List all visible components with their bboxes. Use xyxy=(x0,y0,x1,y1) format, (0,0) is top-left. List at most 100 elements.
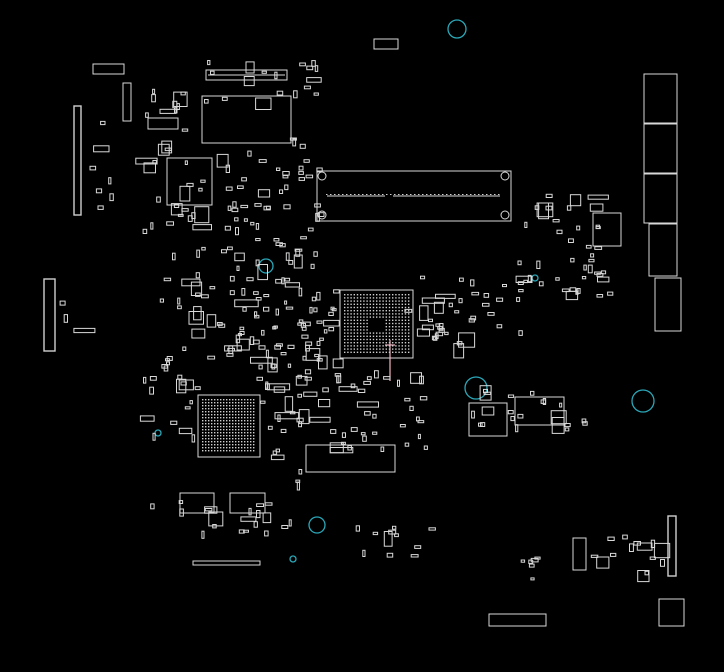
passive-component[interactable] xyxy=(281,277,285,285)
passive-component[interactable] xyxy=(502,284,507,288)
passive-component[interactable] xyxy=(177,374,183,380)
passive-component[interactable] xyxy=(180,381,187,386)
passive-component[interactable] xyxy=(274,71,278,80)
passive-component[interactable] xyxy=(372,531,379,536)
passive-component[interactable] xyxy=(528,559,534,564)
passive-component[interactable] xyxy=(166,221,174,226)
passive-component[interactable] xyxy=(221,96,228,101)
passive-component[interactable] xyxy=(459,277,464,282)
passive-component[interactable] xyxy=(254,203,262,207)
passive-component[interactable] xyxy=(191,434,196,443)
passive-component[interactable] xyxy=(216,153,229,168)
passive-component[interactable] xyxy=(298,177,306,181)
passive-component[interactable] xyxy=(240,204,249,209)
passive-component[interactable] xyxy=(303,159,310,163)
passive-component[interactable] xyxy=(173,91,188,107)
passive-component[interactable] xyxy=(245,61,255,74)
passive-component[interactable] xyxy=(189,400,193,405)
passive-component[interactable] xyxy=(517,281,524,286)
passive-component[interactable] xyxy=(545,193,553,199)
passive-component[interactable] xyxy=(482,302,490,307)
passive-component[interactable] xyxy=(428,318,433,323)
passive-component[interactable] xyxy=(284,300,288,305)
passive-component[interactable] xyxy=(607,536,615,541)
passive-component[interactable] xyxy=(416,328,430,337)
passive-component[interactable] xyxy=(302,355,307,361)
passive-component[interactable] xyxy=(538,281,544,287)
passive-component[interactable] xyxy=(198,187,203,192)
passive-component[interactable] xyxy=(224,225,231,231)
passive-component[interactable] xyxy=(258,345,266,350)
passive-component[interactable] xyxy=(234,299,259,308)
passive-component[interactable] xyxy=(150,222,154,230)
passive-component[interactable] xyxy=(417,420,425,424)
passive-component[interactable] xyxy=(483,293,490,298)
passive-component[interactable] xyxy=(182,346,187,351)
passive-component[interactable] xyxy=(159,298,165,303)
passive-component[interactable] xyxy=(277,414,281,422)
passive-component[interactable] xyxy=(258,364,263,370)
passive-component[interactable] xyxy=(232,201,237,208)
passive-component[interactable] xyxy=(315,212,320,222)
cpu-bga[interactable] xyxy=(339,289,414,359)
passive-component[interactable] xyxy=(576,288,581,294)
passive-component[interactable] xyxy=(276,167,281,171)
passive-component[interactable] xyxy=(410,554,419,558)
passive-component[interactable] xyxy=(507,394,515,398)
passive-component[interactable] xyxy=(341,432,346,438)
passive-component[interactable] xyxy=(364,411,371,416)
passive-component[interactable] xyxy=(496,297,504,302)
passive-component[interactable] xyxy=(207,60,211,66)
passive-component[interactable] xyxy=(435,323,441,327)
passive-component[interactable] xyxy=(254,314,260,319)
passive-component[interactable] xyxy=(433,301,444,314)
passive-component[interactable] xyxy=(254,311,258,317)
passive-component[interactable] xyxy=(143,376,147,384)
passive-component[interactable] xyxy=(285,252,290,261)
passive-component[interactable] xyxy=(528,563,535,568)
passive-component[interactable] xyxy=(250,356,273,364)
passive-component[interactable] xyxy=(383,376,391,380)
passive-component[interactable] xyxy=(431,335,437,341)
passive-component[interactable] xyxy=(190,281,203,297)
via-hole[interactable] xyxy=(154,429,162,437)
passive-component[interactable] xyxy=(100,120,106,126)
passive-component[interactable] xyxy=(305,348,321,361)
passive-component[interactable] xyxy=(284,396,294,412)
passive-component[interactable] xyxy=(309,416,331,423)
passive-component[interactable] xyxy=(527,274,532,283)
passive-component[interactable] xyxy=(289,137,297,141)
mounting-hole-bottom[interactable] xyxy=(308,516,326,534)
passive-component[interactable] xyxy=(581,276,587,280)
passive-component[interactable] xyxy=(274,344,281,350)
passive-component[interactable] xyxy=(534,556,541,560)
passive-component[interactable] xyxy=(238,529,245,534)
passive-component[interactable] xyxy=(95,188,103,194)
passive-component[interactable] xyxy=(302,321,311,327)
passive-component[interactable] xyxy=(201,246,206,251)
component-vertical[interactable] xyxy=(122,82,132,122)
passive-component[interactable] xyxy=(261,329,265,336)
via-hole[interactable] xyxy=(289,555,297,563)
passive-component[interactable] xyxy=(285,306,294,310)
passive-component[interactable] xyxy=(550,410,567,425)
passive-component[interactable] xyxy=(444,331,449,336)
passive-component[interactable] xyxy=(179,185,191,202)
passive-component[interactable] xyxy=(293,90,298,99)
passive-component[interactable] xyxy=(139,415,155,422)
passive-component[interactable] xyxy=(176,103,180,110)
passive-component[interactable] xyxy=(313,307,318,313)
passive-component[interactable] xyxy=(569,194,582,207)
passive-component[interactable] xyxy=(163,365,169,372)
passive-component[interactable] xyxy=(284,277,291,282)
passive-component[interactable] xyxy=(263,306,270,312)
passive-component[interactable] xyxy=(334,373,342,377)
passive-component[interactable] xyxy=(221,249,227,254)
passive-component[interactable] xyxy=(355,525,361,532)
passive-component[interactable] xyxy=(318,399,331,408)
passive-component[interactable] xyxy=(180,91,186,96)
passive-component[interactable] xyxy=(149,386,154,395)
passive-component[interactable] xyxy=(159,108,177,114)
